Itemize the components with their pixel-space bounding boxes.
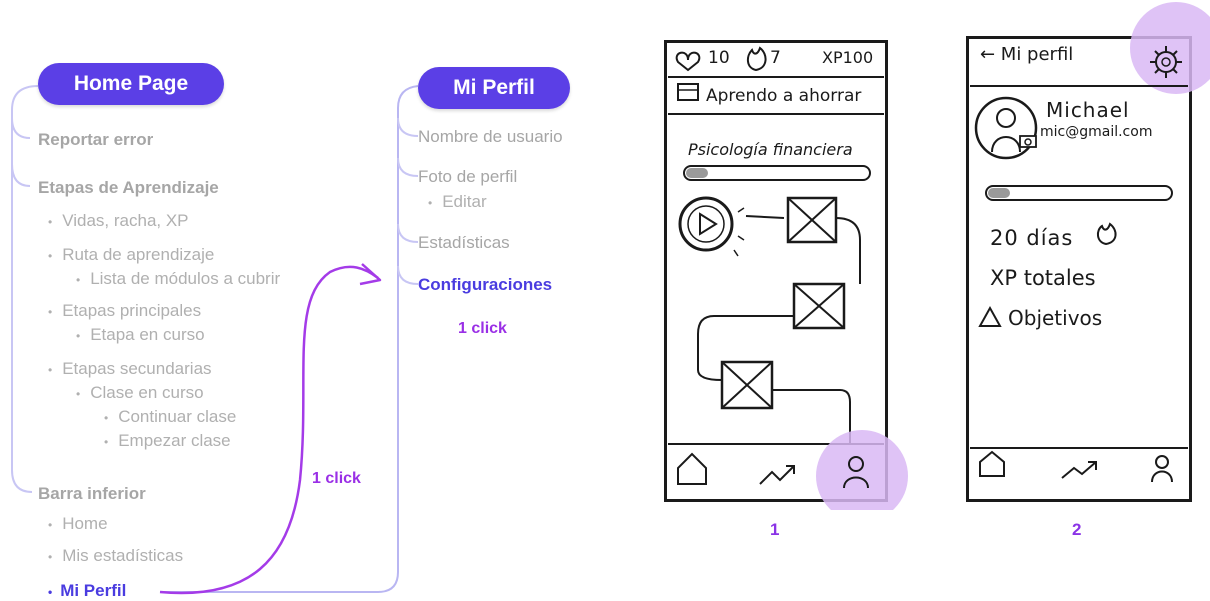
profile-email: mic@gmail.com [1040,124,1153,140]
settings-highlight [1130,2,1210,94]
mi-perfil-pill[interactable]: Mi Perfil [418,67,570,109]
objetivos: Objetivos [1008,306,1103,330]
etapas-principales-item: •Etapas principales [48,301,202,320]
xp-count: XP100 [822,48,874,67]
profile-icon [848,456,864,472]
lista-modulos-item: •Lista de módulos a cubrir [76,269,281,288]
home-icon-2 [979,450,1005,477]
mi-perfil-nav-item[interactable]: •Mi Perfil [48,581,127,600]
flame-icon-2 [1096,222,1117,246]
configuraciones-item[interactable]: Configuraciones [418,275,553,294]
heart-icon [675,51,701,72]
avatar [974,96,1038,160]
continuar-clase-item: •Continuar clase [104,407,237,426]
empezar-clase-item: •Empezar clase [104,431,231,450]
etapas-secundarias-item: •Etapas secundarias [48,359,212,378]
ruta-item: •Ruta de aprendizaje [48,245,215,264]
screen-2-number: 2 [1072,520,1082,539]
foto-perfil-item: Foto de perfil [418,167,518,186]
xp-totales: XP totales [990,266,1096,290]
one-click-label-right: 1 click [458,320,507,337]
trend-icon-2 [1061,461,1097,479]
camera-icon [1019,135,1037,148]
screen-2-frame [966,36,1192,502]
home-page-pill[interactable]: Home Page [38,63,224,105]
screen-1-drawing [668,46,908,510]
vidas-item: •Vidas, racha, XP [48,211,189,230]
editar-item: •Editar [428,192,487,211]
nombre-usuario-item: Nombre de usuario [418,127,563,146]
home-nav-item: •Home [48,514,108,533]
screen-1-number: 1 [770,520,780,539]
lives-count: 10 [708,48,730,68]
trend-icon [759,465,795,485]
estadisticas-item: Estadísticas [418,233,510,252]
profile-name: Michael [1046,98,1130,122]
calendar-icon [677,83,699,101]
days-streak: 20 días [990,226,1074,250]
etapas-aprendizaje-item: Etapas de Aprendizaje [38,178,219,197]
reportar-error-item[interactable]: Reportar error [38,130,154,149]
flame-icon [746,46,767,72]
one-click-label-left: 1 click [312,470,361,487]
module-title: Psicología financiera [688,140,853,159]
gear-icon [1150,46,1182,78]
profile-icon-2 [1155,455,1169,469]
clase-curso-item: •Clase en curso [76,383,204,402]
etapa-curso-item: •Etapa en curso [76,325,205,344]
click-arrow [159,265,379,595]
course-title: Aprendo a ahorrar [706,86,862,106]
home-tree-lines [11,85,419,595]
mis-estadisticas-item: •Mis estadísticas [48,546,184,565]
home-icon [677,452,707,485]
back-title[interactable]: ← Mi perfil [980,44,1074,65]
streak-count: 7 [770,48,781,68]
triangle-icon [978,305,1002,327]
profile-highlight [816,430,908,510]
barra-inferior-item: Barra inferior [38,484,146,503]
screen-2-drawing [970,2,1210,483]
